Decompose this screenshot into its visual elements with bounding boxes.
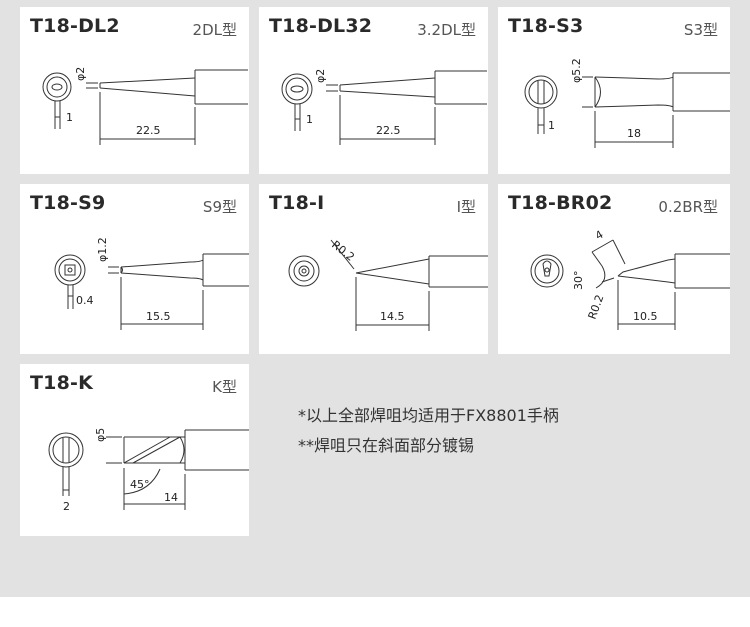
- tip-card-k: T18-K K型: [20, 364, 249, 536]
- tip-card-dl32: T18-DL32 3.2DL型 1: [259, 7, 488, 174]
- dim-label: 22.5: [376, 124, 401, 137]
- tip-model-title: T18-BR02: [508, 192, 613, 214]
- dim-label: 0.4: [76, 294, 94, 307]
- tip-dimension-drawing: 1 22.5 φ2: [42, 67, 248, 145]
- tip-type-label: 2DL型: [192, 21, 237, 39]
- dim-label: 45°: [130, 478, 150, 491]
- tip-dimension-drawing: 4 30° R0.2 10.5: [530, 228, 730, 330]
- tip-type-label: S9型: [202, 198, 237, 216]
- dim-label: 30°: [572, 271, 585, 291]
- dim-label: 14.5: [380, 310, 405, 323]
- dim-label: R0.2: [329, 238, 357, 264]
- tip-card-dl2: T18-DL2 2DL型: [20, 7, 249, 174]
- dim-label: 18: [627, 127, 641, 140]
- tip-dimension-drawing: 0.4 15.5 φ1.2: [54, 237, 249, 330]
- tip-model-title: T18-DL32: [269, 15, 373, 37]
- compatibility-note: *以上全部焊咀均适用于FX8801手柄: [298, 406, 559, 425]
- tip-model-title: T18-S3: [508, 15, 584, 37]
- dim-label: 22.5: [136, 124, 161, 137]
- tip-type-label: I型: [456, 198, 476, 216]
- tip-dimension-drawing: 1 22.5 φ2: [281, 69, 487, 145]
- dim-label: R0.2: [586, 293, 607, 321]
- dim-label: 1: [306, 113, 313, 126]
- dim-label: 2: [63, 500, 70, 513]
- tip-card-s3: T18-S3 S3型: [498, 7, 730, 174]
- dim-label: 1: [66, 111, 73, 124]
- tip-model-title: T18-DL2: [30, 15, 120, 37]
- tip-model-title: T18-S9: [30, 192, 106, 214]
- dim-label: 14: [164, 491, 178, 504]
- plating-note: **焊咀只在斜面部分镀锡: [298, 436, 475, 455]
- dim-label: 10.5: [633, 310, 658, 323]
- tip-type-label: 3.2DL型: [417, 21, 476, 39]
- spec-sheet: T18-DL2 2DL型: [0, 0, 750, 597]
- tip-card-br02: T18-BR02 0.2BR型 4: [498, 184, 730, 354]
- tip-type-label: S3型: [683, 21, 718, 39]
- dim-label: 15.5: [146, 310, 171, 323]
- tip-dimension-drawing: R0.2 14.5: [288, 238, 488, 331]
- tip-dimension-drawing: φ5 45° 2 14: [48, 428, 249, 513]
- dim-label: φ5.2: [570, 58, 583, 83]
- dim-label: φ5: [94, 428, 107, 442]
- tip-type-label: 0.2BR型: [658, 198, 718, 216]
- tip-model-title: T18-K: [30, 372, 94, 394]
- dim-label: 4: [593, 228, 606, 243]
- tip-card-i: T18-I I型 R0.2 14.5: [259, 184, 488, 354]
- dim-label: φ2: [74, 67, 87, 81]
- tip-type-label: K型: [212, 378, 237, 396]
- tip-model-title: T18-I: [269, 192, 325, 214]
- dim-label: φ1.2: [96, 237, 109, 262]
- tip-card-s9: T18-S9 S9型: [20, 184, 249, 354]
- dim-label: 1: [548, 119, 555, 132]
- tip-dimension-drawing: 1 18 φ5.2: [524, 58, 730, 148]
- dim-label: φ2: [314, 69, 327, 83]
